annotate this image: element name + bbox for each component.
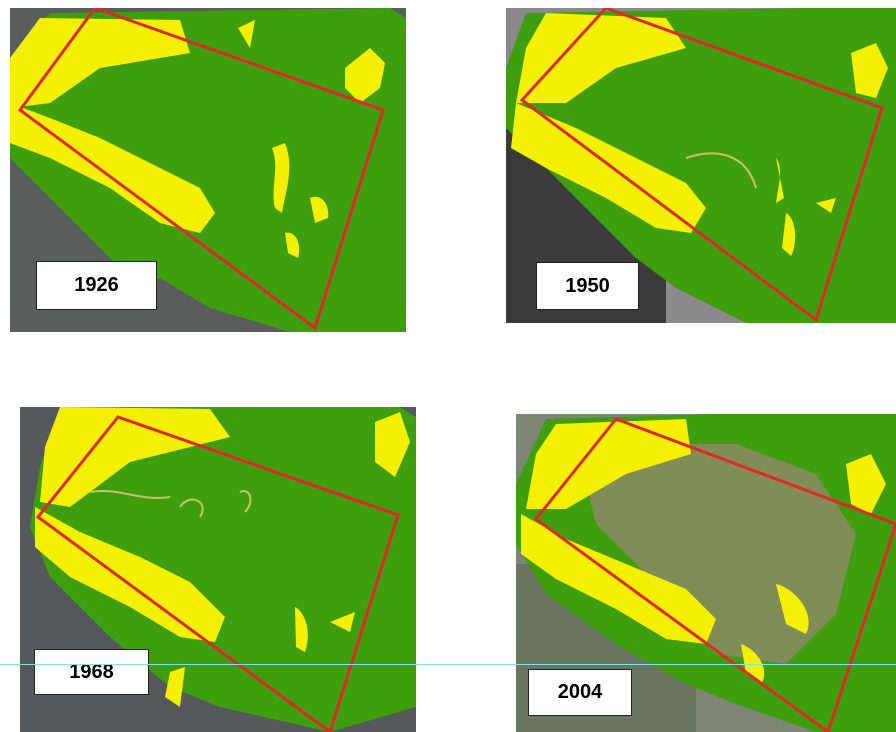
sand-area (526, 419, 691, 509)
year-label: 2004 (528, 669, 632, 716)
sand-area (35, 507, 225, 642)
study-area-boundary (17, 8, 385, 331)
study-area-boundary (35, 415, 400, 732)
study-area-boundary (533, 417, 896, 732)
year-label: 1950 (536, 262, 639, 310)
map-panel-2004: 2004 (516, 414, 896, 732)
map-panel-1926: 1926 (10, 8, 406, 332)
map-panel-1950: 1950 (506, 8, 896, 323)
map-panel-1968: 1968 (20, 407, 416, 732)
sand-area (10, 18, 190, 108)
aerial-map-1926 (10, 8, 406, 332)
aerial-map-1950 (506, 8, 896, 323)
guide-line (0, 664, 896, 665)
sand-area (40, 407, 230, 507)
sand-area (345, 48, 385, 103)
sand-area (516, 13, 686, 103)
year-label: 1926 (36, 261, 157, 310)
study-area-boundary (519, 8, 884, 323)
sand-area (10, 103, 215, 233)
vegetation-area (10, 8, 406, 332)
vegetation-area (506, 8, 896, 323)
year-label: 1968 (34, 649, 149, 695)
